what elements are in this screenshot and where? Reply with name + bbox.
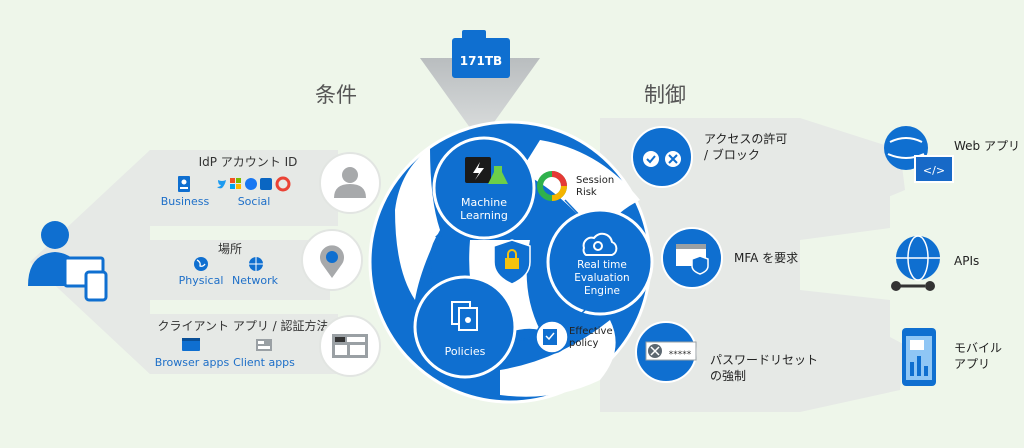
badge-icon — [178, 176, 190, 192]
ml-line-2: Learning — [460, 209, 508, 222]
business-label: Business — [161, 195, 210, 208]
cloud-gear-icon — [582, 232, 618, 256]
apis-globe-icon — [891, 235, 940, 291]
web-app-icon: </> — [884, 126, 954, 183]
web-app-label: Web アプリ — [954, 139, 1020, 153]
network-label: Network — [232, 274, 279, 287]
client-apps-label: Client apps — [233, 356, 295, 369]
check-icon — [646, 155, 656, 164]
user-icon — [28, 221, 108, 302]
policies-label: Policies — [445, 345, 486, 358]
realtime-line-2: Evaluation — [574, 272, 629, 284]
heading-controls: 制御 — [644, 83, 686, 107]
access-control-node — [631, 126, 693, 188]
block-icon — [668, 154, 678, 164]
band-mobile — [800, 300, 905, 412]
ml-line-1: Machine — [461, 196, 507, 209]
session-line-2: Risk — [576, 187, 597, 198]
browser-icon — [182, 338, 200, 351]
effective-line-1: Effective — [569, 326, 613, 337]
mfa-node — [661, 227, 723, 289]
access-line-1: アクセスの許可 — [704, 132, 787, 146]
wheel-white-bottom — [500, 320, 616, 397]
password-line-2: の強制 — [710, 369, 746, 383]
social-logos-icon — [217, 176, 291, 192]
band-web — [800, 118, 905, 225]
band-idp — [118, 150, 338, 226]
storage-box — [452, 38, 510, 78]
network-globe-icon — [249, 257, 263, 271]
storage-tab — [462, 30, 486, 40]
flask-icon — [488, 166, 508, 184]
apis-label: APIs — [954, 254, 979, 268]
shield-lock-icon — [493, 239, 531, 285]
funnel-shape — [420, 58, 540, 132]
svg-text:</>: </> — [923, 164, 945, 177]
session-line-1: Session — [576, 175, 614, 186]
wheel-white-left — [395, 148, 440, 300]
physical-label: Physical — [179, 274, 224, 287]
reset-x-icon — [650, 346, 660, 356]
session-risk-ring-icon — [537, 171, 567, 201]
idp-title: IdP アカウント ID — [199, 155, 298, 169]
heading-conditions: 条件 — [315, 83, 357, 107]
mfa-label: MFA を要求 — [734, 251, 798, 265]
globe-icon — [194, 257, 208, 271]
client-app-icon — [256, 339, 272, 351]
access-line-2: / ブロック — [704, 147, 760, 162]
effective-policy-icon — [535, 320, 569, 354]
location-title: 場所 — [218, 242, 242, 256]
realtime-line-1: Real time — [577, 259, 627, 271]
band-location — [150, 240, 330, 300]
mobile-line-1: モバイル — [954, 341, 1002, 355]
machine-learning-node — [432, 136, 536, 240]
effective-line-2: policy — [569, 338, 599, 349]
person-node-icon — [319, 152, 381, 214]
apps-window-icon — [319, 315, 381, 377]
browser-apps-label: Browser apps — [155, 356, 230, 369]
mobile-app-icon — [902, 328, 936, 386]
data-funnel — [420, 30, 540, 132]
band-client — [118, 314, 338, 374]
password-mask: ***** — [669, 350, 692, 360]
realtime-line-3: Engine — [584, 285, 620, 297]
storage-label: 171TB — [460, 54, 502, 68]
password-reset-node — [635, 321, 697, 383]
social-label: Social — [238, 195, 271, 208]
mobile-line-2: アプリ — [954, 357, 990, 371]
realtime-engine-node — [546, 208, 654, 316]
password-line-1: パスワードリセット — [710, 353, 818, 367]
location-pin-icon — [301, 229, 363, 291]
client-title: クライアント アプリ / 認証方法 — [157, 318, 328, 333]
mfa-shield-icon — [691, 255, 709, 275]
policies-node — [413, 275, 517, 379]
